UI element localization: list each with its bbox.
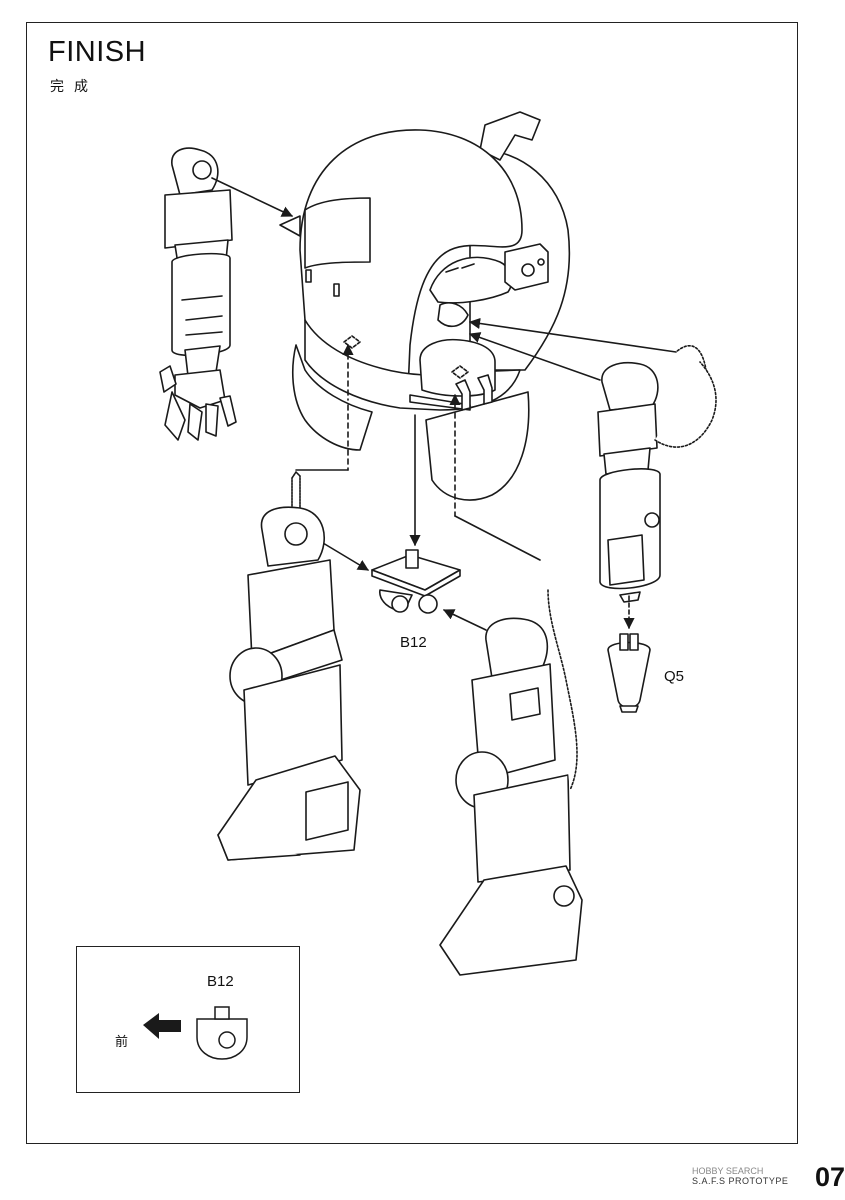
watermark: HOBBY SEARCH: [692, 1166, 764, 1176]
q5-label: Q5: [664, 668, 685, 685]
torso-part: [279, 111, 571, 501]
left-leg-part: [217, 471, 361, 861]
b12-label: B12: [400, 634, 427, 651]
inset-diagram: [143, 1006, 248, 1060]
page-title: FINISH: [48, 36, 147, 68]
b12-top-view: [196, 1006, 248, 1060]
q5-part: [607, 633, 651, 713]
left-arrow-icon: [143, 1013, 181, 1039]
front-direction-label: 前: [115, 1035, 129, 1050]
orientation-inset: B12 前: [76, 946, 300, 1093]
right-arm-part: [597, 345, 717, 603]
page-number: 07: [814, 1162, 845, 1192]
page-frame: [26, 22, 798, 1144]
inset-part-label: B12: [207, 973, 234, 990]
page-subtitle: 完成: [50, 79, 98, 95]
product-name: S.A.F.S PROTOTYPE: [692, 1176, 789, 1186]
left-arm-part: [159, 147, 237, 441]
b12-part: [371, 549, 461, 614]
right-leg-part: [439, 589, 583, 976]
